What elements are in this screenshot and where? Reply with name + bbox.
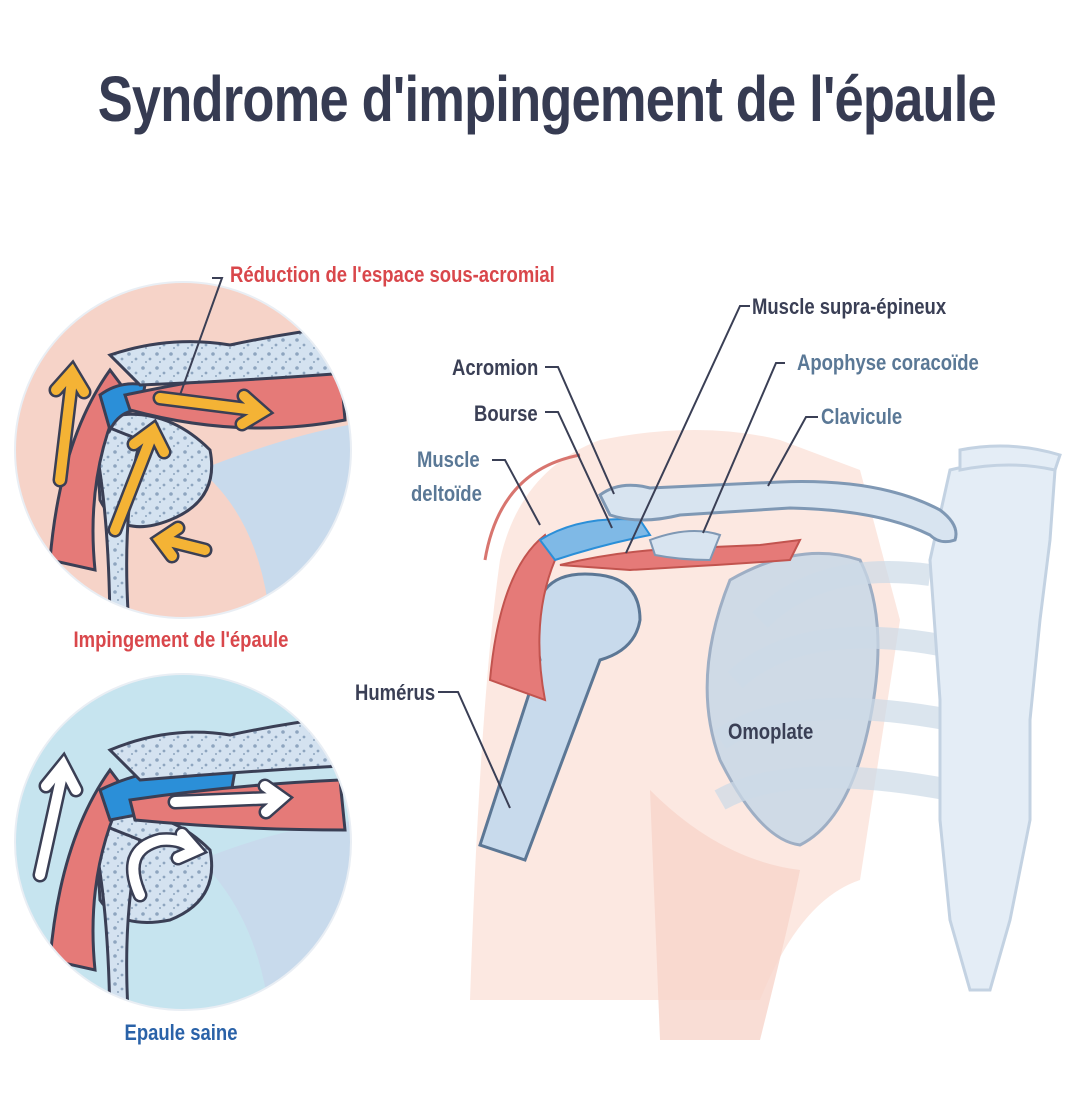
deltoid-label-line2: deltoïde (411, 481, 482, 506)
coracoid-process (648, 530, 722, 562)
acromion-label: Acromion (452, 355, 539, 380)
impingement-caption: Impingement de l'épaule (73, 627, 289, 652)
page-title: Syndrome d'impingement de l'épaule (97, 63, 997, 135)
supraspinatus-label: Muscle supra-épineux (752, 294, 947, 319)
shoulder-anatomy (470, 430, 1062, 1040)
leader-lines (179, 277, 818, 809)
deltoid-label-line1: Muscle (417, 447, 480, 472)
scapula-label: Omoplate (728, 719, 814, 744)
healthy-shoulder-caption: Epaule saine (124, 1020, 238, 1045)
bursa (538, 518, 652, 562)
impingement-detail-circle (15, 282, 351, 618)
reduction-space-label: Réduction de l'espace sous-acromial (230, 262, 555, 287)
healthy-detail-circle (15, 674, 351, 1010)
humerus-label: Humérus (355, 680, 436, 705)
coracoid-label: Apophyse coracoïde (797, 350, 979, 375)
clavicle-label: Clavicule (821, 404, 903, 429)
clavicle-bone (598, 480, 958, 544)
bursa-label: Bourse (474, 401, 538, 426)
